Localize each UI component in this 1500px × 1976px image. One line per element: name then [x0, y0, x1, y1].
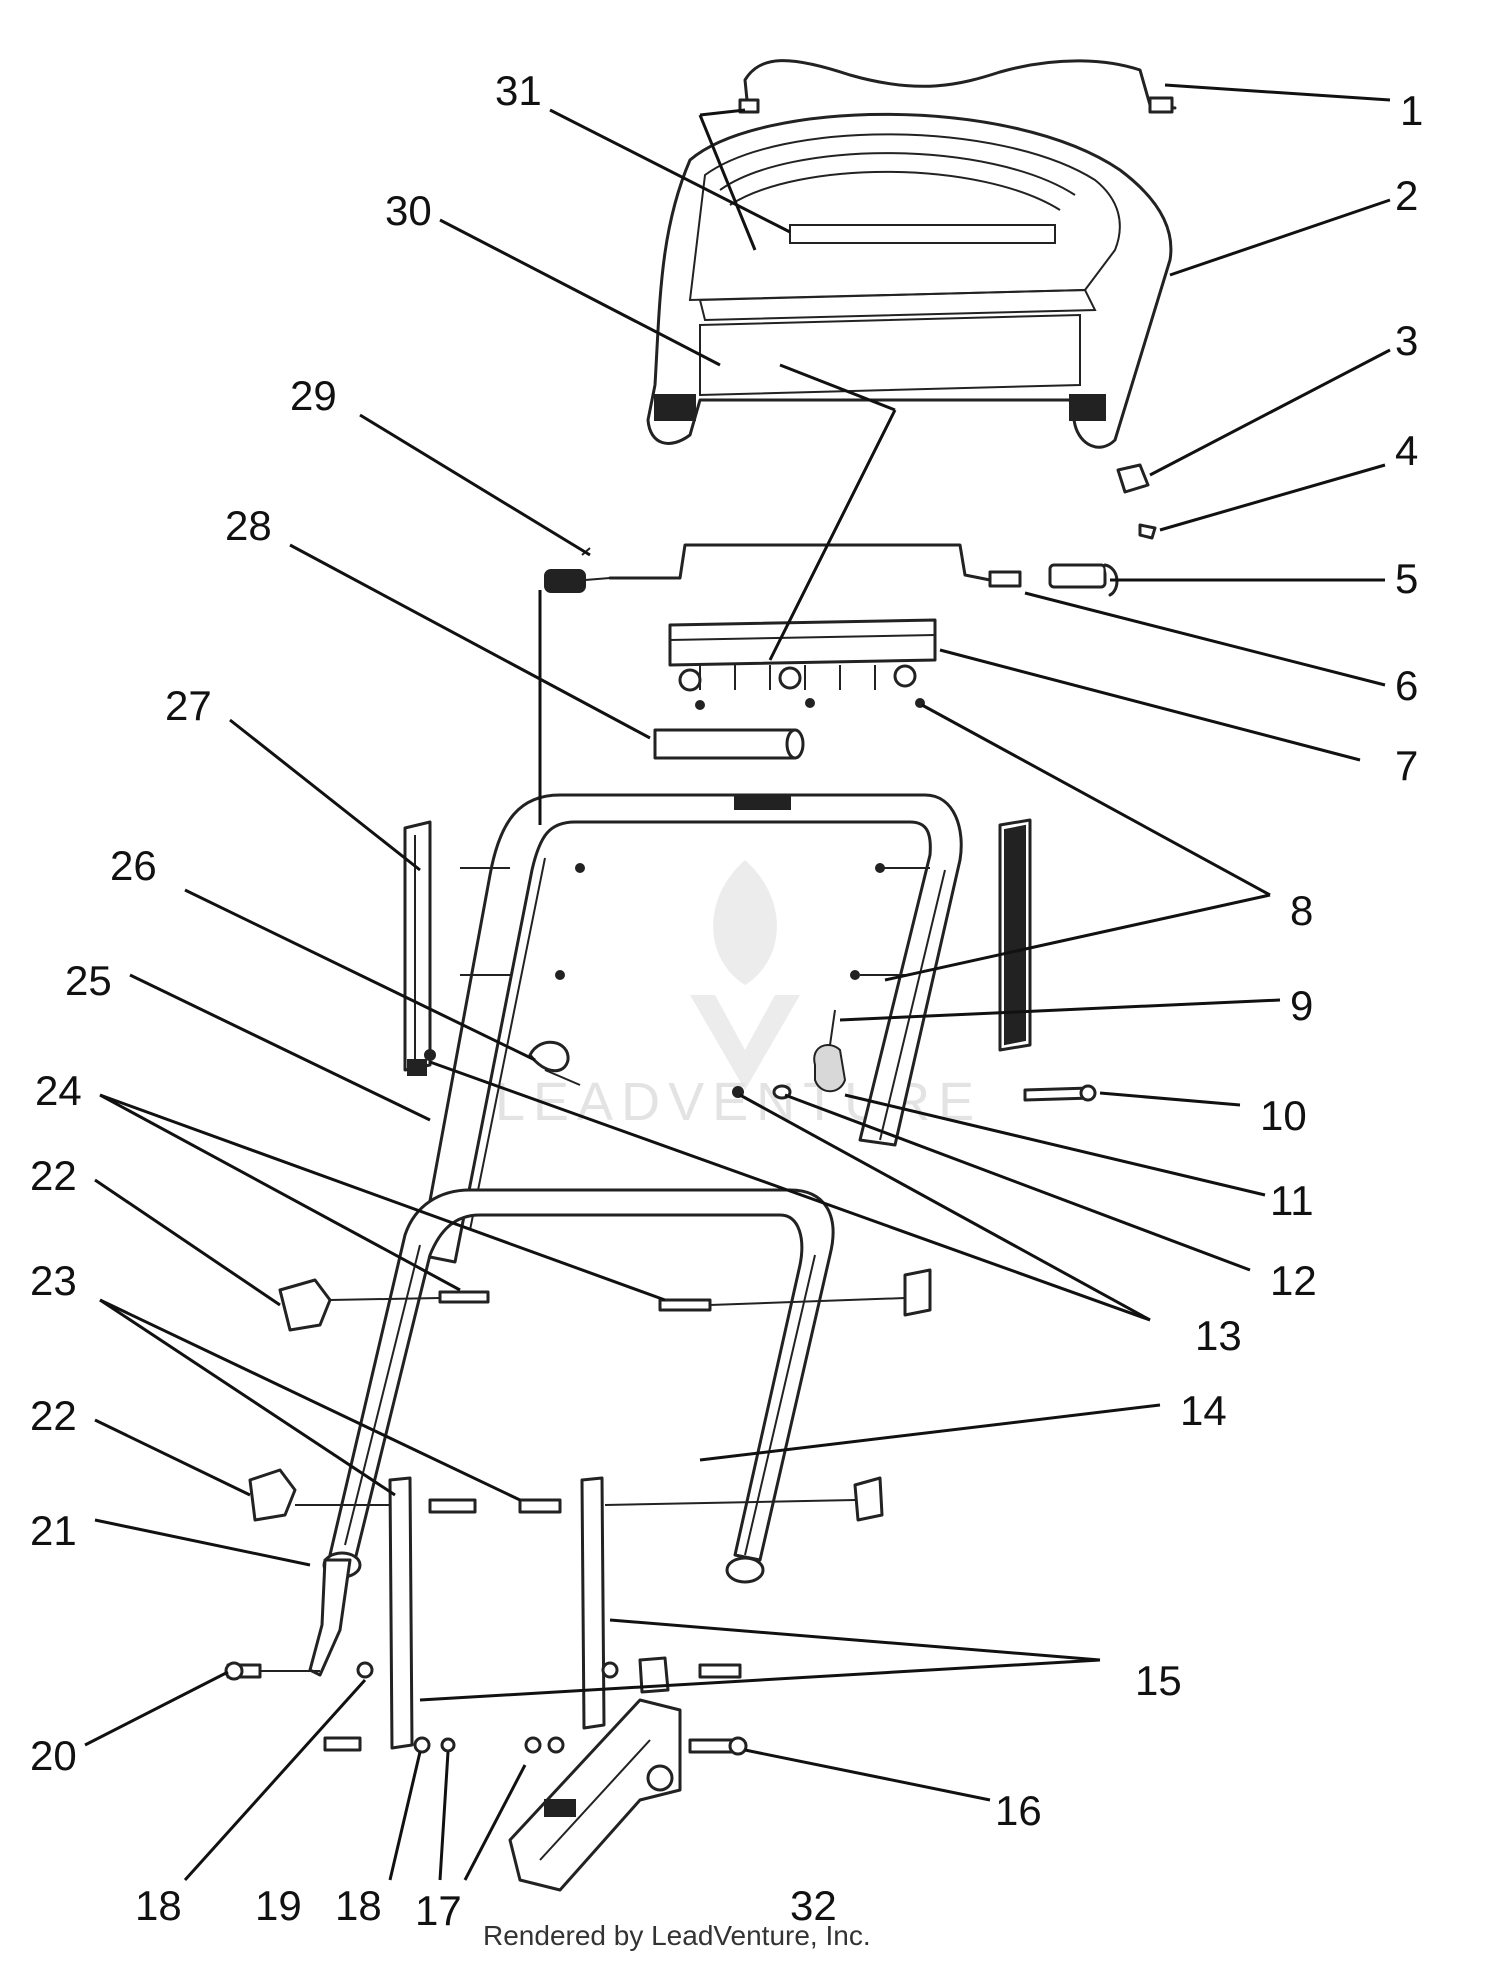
- callout-10: 10: [1260, 1092, 1307, 1139]
- watermark-flame-icon: [713, 860, 777, 985]
- callout-18b: 18: [335, 1882, 382, 1929]
- screws: [460, 863, 930, 980]
- callout-13: 13: [1195, 1312, 1242, 1359]
- callout-21: 21: [30, 1507, 77, 1554]
- leader-lines: [84, 83, 1391, 1882]
- callout-32: 32: [790, 1882, 837, 1929]
- callout-12: 12: [1270, 1257, 1317, 1304]
- callout-18: 18: [135, 1882, 182, 1929]
- handle-brackets: [388, 1476, 606, 1750]
- callout-14: 14: [1180, 1387, 1227, 1434]
- callout-7: 7: [1395, 742, 1418, 789]
- callout-28: 28: [225, 502, 272, 549]
- callout-9: 9: [1290, 982, 1313, 1029]
- upper-handle: [418, 793, 963, 1264]
- callout-labels: 1 2 3 4 5 6 7 8 9 10 11 12 13 14 15 16 1…: [30, 67, 1423, 1934]
- screw: [1138, 523, 1157, 540]
- callout-11: 11: [1270, 1177, 1314, 1224]
- callout-22: 22: [30, 1152, 77, 1199]
- callout-4: 4: [1395, 427, 1418, 474]
- callout-29: 29: [290, 372, 337, 419]
- watermark-v-icon: [690, 995, 800, 1090]
- carriage-bolts: [329, 1290, 906, 1312]
- callout-26: 26: [110, 842, 157, 889]
- right-hand-grip: [998, 818, 1032, 1052]
- control-rod: [544, 543, 1119, 597]
- left-hand-grip: [403, 820, 432, 1076]
- deck-bracket: [508, 1656, 682, 1892]
- grip-tube: [653, 728, 805, 760]
- callout-25: 25: [65, 957, 112, 1004]
- control-panel-housing: [646, 112, 1173, 449]
- callout-31: 31: [495, 67, 542, 114]
- callout-22b: 22: [30, 1392, 77, 1439]
- callout-23: 23: [30, 1257, 77, 1304]
- callout-5: 5: [1395, 555, 1418, 602]
- cable-tie: [424, 1040, 581, 1086]
- clip: [1116, 463, 1150, 494]
- callout-1: 1: [1400, 87, 1423, 134]
- fasteners: [224, 1661, 748, 1756]
- callout-16: 16: [995, 1787, 1042, 1834]
- callout-6: 6: [1395, 662, 1418, 709]
- bolts-row-23: [295, 1498, 856, 1514]
- bail-wire: [738, 59, 1177, 114]
- callout-8: 8: [1290, 887, 1313, 934]
- callout-17: 17: [415, 1887, 462, 1934]
- callout-15: 15: [1135, 1657, 1182, 1704]
- knobs: [248, 1268, 932, 1522]
- callout-19: 19: [255, 1882, 302, 1929]
- callout-27: 27: [165, 682, 212, 729]
- callout-20: 20: [30, 1732, 77, 1779]
- bracket: [668, 618, 937, 710]
- callout-24: 24: [35, 1067, 82, 1114]
- callout-3: 3: [1395, 317, 1418, 364]
- callout-2: 2: [1395, 172, 1418, 219]
- callout-30: 30: [385, 187, 432, 234]
- handle-end-link: [308, 1558, 352, 1677]
- footer-credit: Rendered by LeadVenture, Inc.: [483, 1920, 871, 1951]
